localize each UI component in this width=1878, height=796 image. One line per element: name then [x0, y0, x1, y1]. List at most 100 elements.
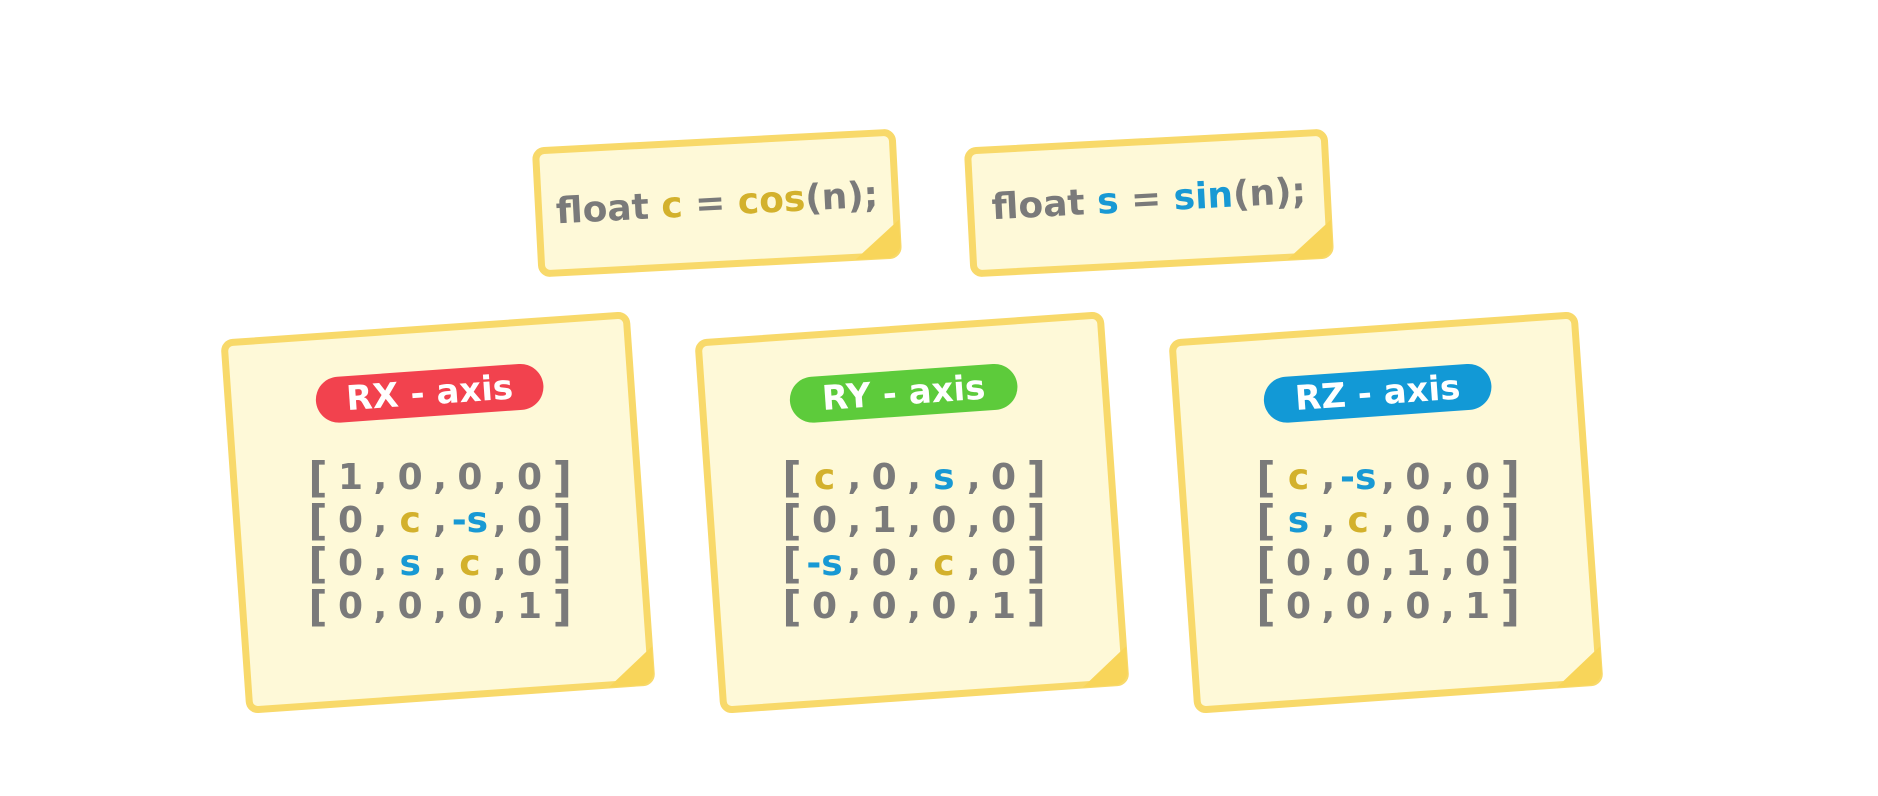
matrix-cell: s [933, 456, 955, 498]
matrix-cell: 0 [397, 456, 423, 498]
sin-fn: sin [1172, 174, 1235, 219]
open-bracket: [ [308, 581, 328, 631]
matrix-cell: 0 [457, 585, 483, 627]
matrix-cell: 0 [871, 456, 897, 498]
comma-separator: , [492, 499, 507, 541]
open-bracket: [ [308, 538, 328, 588]
matrix-row: [0,0,0,1] [1190, 581, 1586, 631]
close-bracket: ] [552, 495, 572, 545]
comma-separator: , [907, 499, 921, 541]
ry-axis-label: RY - axis [788, 362, 1019, 425]
matrix-cell: c [399, 499, 421, 541]
close-bracket: ] [1026, 581, 1046, 631]
matrix-cell: 1 [1465, 585, 1491, 627]
close-bracket: ] [552, 538, 572, 588]
close-bracket: ] [552, 452, 572, 502]
comma-separator: , [847, 456, 862, 498]
rz-matrix-note: RZ - axis [c,-s,0,0][s,c,0,0][0,0,1,0][0… [1168, 311, 1604, 714]
matrix-cell: 0 [1345, 585, 1371, 627]
comma-separator: , [492, 456, 507, 498]
cos-var: c [660, 184, 684, 227]
comma-separator: , [1381, 456, 1395, 498]
rx-matrix: [1,0,0,0][0,c,-s,0][0,s,c,0][0,0,0,1] [242, 452, 638, 631]
comma-separator: , [433, 499, 447, 541]
open-bracket: [ [782, 538, 802, 588]
open-bracket: [ [308, 495, 328, 545]
comma-separator: , [1321, 499, 1336, 541]
comma-separator: , [433, 585, 447, 627]
ry-matrix-note: RY - axis [c,0,s,0][0,1,0,0][-s,0,c,0][0… [694, 311, 1130, 714]
page-curl-icon [853, 219, 901, 259]
sin-args: (n); [1231, 170, 1307, 216]
matrix-cell: 0 [1405, 585, 1431, 627]
comma-separator: , [1321, 542, 1336, 584]
open-bracket: [ [1256, 538, 1276, 588]
comma-separator: , [966, 585, 981, 627]
cos-fn: cos [736, 178, 807, 223]
comma-separator: , [847, 585, 862, 627]
comma-separator: , [1440, 585, 1455, 627]
close-bracket: ] [1500, 538, 1520, 588]
comma-separator: , [1321, 456, 1336, 498]
matrix-cell: 0 [1405, 456, 1431, 498]
comma-separator: , [1381, 585, 1395, 627]
matrix-row: [s,c,0,0] [1190, 496, 1586, 545]
close-bracket: ] [1500, 452, 1520, 502]
comma-separator: , [1440, 542, 1455, 584]
matrix-cell: -s [806, 542, 843, 584]
close-bracket: ] [1026, 538, 1046, 588]
sin-code-note: float s = sin(n); [963, 128, 1335, 278]
matrix-cell: 0 [811, 499, 838, 541]
matrix-cell: 0 [991, 499, 1017, 541]
matrix-cell: c [813, 456, 836, 498]
comma-separator: , [433, 542, 447, 584]
comma-separator: , [966, 499, 981, 541]
open-bracket: [ [1256, 581, 1276, 631]
matrix-row: [0,1,0,0] [716, 496, 1112, 545]
page-curl-icon [1285, 219, 1333, 259]
matrix-row: [c,0,s,0] [716, 453, 1112, 502]
matrix-cell: 0 [337, 499, 364, 541]
matrix-row: [0,c,-s,0] [242, 495, 638, 545]
matrix-row: [1,0,0,0] [242, 452, 638, 502]
rz-axis-label: RZ - axis [1262, 362, 1493, 425]
sin-code-line: float s = sin(n); [973, 170, 1325, 229]
matrix-cell: 0 [931, 499, 957, 541]
matrix-cell: 0 [337, 542, 364, 584]
comma-separator: , [847, 499, 862, 541]
matrix-cell: 0 [1465, 499, 1491, 541]
matrix-cell: 0 [931, 585, 957, 627]
comma-separator: , [907, 542, 921, 584]
rx-axis-label: RX - axis [314, 362, 545, 425]
matrix-cell: c [1287, 456, 1310, 498]
comma-separator: , [907, 456, 921, 498]
matrix-cell: 0 [1465, 542, 1491, 584]
open-bracket: [ [1256, 452, 1276, 502]
matrix-cell: 1 [871, 499, 897, 541]
matrix-cell: 0 [517, 542, 543, 584]
cos-keyword: float [554, 186, 650, 233]
matrix-cell: s [399, 542, 421, 584]
close-bracket: ] [1500, 581, 1520, 631]
matrix-row: [-s,0,c,0] [716, 538, 1112, 588]
matrix-row: [0,0,1,0] [1190, 538, 1586, 588]
ry-matrix: [c,0,s,0][0,1,0,0][-s,0,c,0][0,0,0,1] [716, 453, 1112, 631]
matrix-cell: -s [451, 499, 489, 541]
rx-matrix-note: RX - axis [1,0,0,0][0,c,-s,0][0,s,c,0][0… [220, 311, 656, 714]
comma-separator: , [966, 542, 981, 584]
matrix-cell: 0 [1285, 542, 1312, 584]
comma-separator: , [1321, 585, 1336, 627]
matrix-cell: 0 [1465, 456, 1491, 498]
matrix-cell: 0 [517, 456, 543, 498]
comma-separator: , [1381, 542, 1395, 584]
matrix-cell: 1 [991, 585, 1017, 627]
matrix-cell: c [1347, 499, 1369, 541]
matrix-cell: c [459, 542, 481, 584]
matrix-row: [c,-s,0,0] [1190, 452, 1586, 502]
comma-separator: , [492, 585, 507, 627]
comma-separator: , [373, 499, 388, 541]
matrix-cell: 1 [337, 456, 364, 498]
matrix-cell: -s [1340, 456, 1377, 498]
sin-keyword: float [990, 182, 1086, 229]
matrix-cell: 0 [397, 585, 423, 627]
